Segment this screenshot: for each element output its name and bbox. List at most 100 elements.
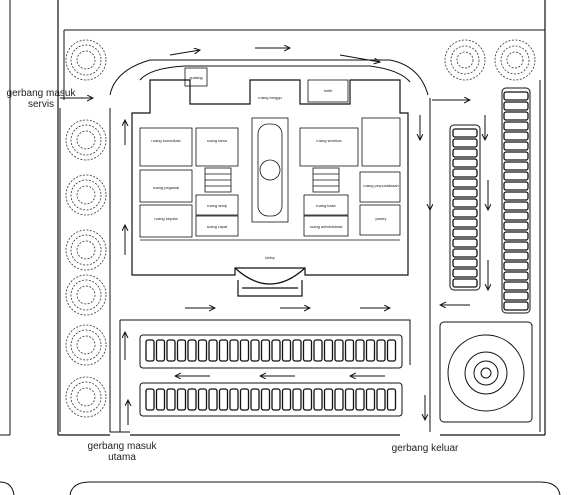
parked-car-11 — [197, 388, 208, 411]
parked-car-84 — [503, 291, 529, 301]
room-archive: ruang arsip — [206, 203, 227, 208]
parked-car-17 — [229, 388, 239, 411]
parked-car-18 — [239, 339, 250, 362]
parked-car-16 — [229, 339, 239, 362]
parked-car-42 — [365, 339, 376, 362]
parked-car-68 — [503, 131, 529, 141]
parked-car-55 — [452, 198, 478, 208]
parked-car-27 — [281, 388, 292, 411]
parked-car-26 — [281, 339, 292, 362]
parked-car-23 — [260, 388, 271, 411]
tree-pair-top-right — [444, 39, 536, 81]
bottom-plots — [0, 481, 561, 495]
parked-car-4 — [166, 339, 176, 362]
parked-car-7 — [176, 388, 187, 411]
parked-car-30 — [302, 339, 313, 362]
parked-car-21 — [250, 388, 260, 411]
room-staff: ruang pegawai — [152, 185, 180, 190]
parked-car-50 — [452, 148, 478, 158]
parked-car-20 — [250, 339, 260, 362]
parked-car-13 — [208, 388, 218, 411]
parked-car-51 — [452, 158, 478, 168]
parked-car-9 — [187, 388, 197, 411]
room-guest: ruang tamu — [206, 138, 228, 143]
parked-car-35 — [323, 388, 334, 411]
room-seminar: ruang seminar — [316, 138, 342, 143]
parked-car-8 — [187, 339, 197, 362]
parked-car-10 — [197, 339, 208, 362]
room-consultation: ruang konsultasi — [151, 138, 181, 143]
parked-car-59 — [452, 238, 478, 248]
parked-car-48 — [452, 128, 478, 138]
roundabout — [439, 321, 533, 423]
parking-east — [449, 87, 531, 314]
parked-car-34 — [323, 339, 334, 362]
tree-row-left — [65, 39, 107, 418]
parked-car-28 — [292, 339, 302, 362]
room-meeting: ruang rapat — [206, 224, 228, 229]
parked-car-36 — [334, 339, 344, 362]
parked-car-12 — [208, 339, 218, 362]
parked-car-32 — [313, 339, 323, 362]
parked-car-71 — [503, 161, 529, 171]
parked-car-19 — [239, 388, 250, 411]
parked-car-31 — [302, 388, 313, 411]
parked-car-6 — [176, 339, 187, 362]
parked-car-60 — [452, 248, 478, 258]
room-lobby: lobby — [265, 255, 275, 260]
parked-car-47 — [386, 388, 397, 411]
parked-car-29 — [292, 388, 302, 411]
parked-car-45 — [376, 388, 386, 411]
parked-car-73 — [503, 181, 529, 191]
service-gate-label: gerbang masuk servis — [6, 88, 76, 110]
parked-car-74 — [503, 191, 529, 201]
parked-car-69 — [503, 141, 529, 151]
parked-car-62 — [452, 268, 478, 278]
parked-car-53 — [452, 178, 478, 188]
room-storage: gudang — [189, 75, 203, 80]
parked-car-72 — [503, 171, 529, 181]
parked-car-66 — [503, 111, 529, 121]
building — [131, 79, 409, 297]
room-cashier: ruang kasir — [316, 203, 336, 208]
parked-car-41 — [355, 388, 365, 411]
parking-south — [139, 334, 403, 417]
parked-car-38 — [344, 339, 355, 362]
parked-car-3 — [155, 388, 166, 411]
parked-cars-east — [452, 91, 529, 311]
parked-car-1 — [145, 388, 155, 411]
room-pantry: pantry — [375, 216, 387, 221]
parked-car-37 — [334, 388, 344, 411]
top-drive — [109, 59, 429, 96]
parked-car-46 — [386, 339, 397, 362]
parked-cars-south — [145, 339, 397, 411]
room-waiting: ruang tunggu — [258, 95, 282, 100]
parked-car-78 — [503, 231, 529, 241]
parked-car-43 — [365, 388, 376, 411]
room-toilet: toilet — [323, 88, 333, 93]
parked-car-77 — [503, 221, 529, 231]
neighbor-lot-left — [0, 0, 11, 436]
parked-car-14 — [218, 339, 229, 362]
exit-gate-label: gerbang keluar — [391, 443, 459, 454]
room-head: ruang kepala — [154, 216, 178, 221]
parked-car-5 — [166, 388, 176, 411]
parked-car-52 — [452, 168, 478, 178]
site-boundary — [57, 0, 546, 436]
parked-car-49 — [452, 138, 478, 148]
parked-car-85 — [503, 301, 529, 311]
parked-car-63 — [452, 278, 478, 288]
parked-car-25 — [271, 388, 281, 411]
traffic-arrows — [60, 48, 488, 425]
parked-car-81 — [503, 261, 529, 271]
parked-car-24 — [271, 339, 281, 362]
parked-car-67 — [503, 121, 529, 131]
parked-car-40 — [355, 339, 365, 362]
parked-car-83 — [503, 281, 529, 291]
parked-car-2 — [155, 339, 166, 362]
road-edges — [59, 29, 545, 433]
parked-car-64 — [503, 91, 529, 101]
parked-car-54 — [452, 188, 478, 198]
main-gate-label: gerbang masuk utama — [87, 441, 157, 463]
